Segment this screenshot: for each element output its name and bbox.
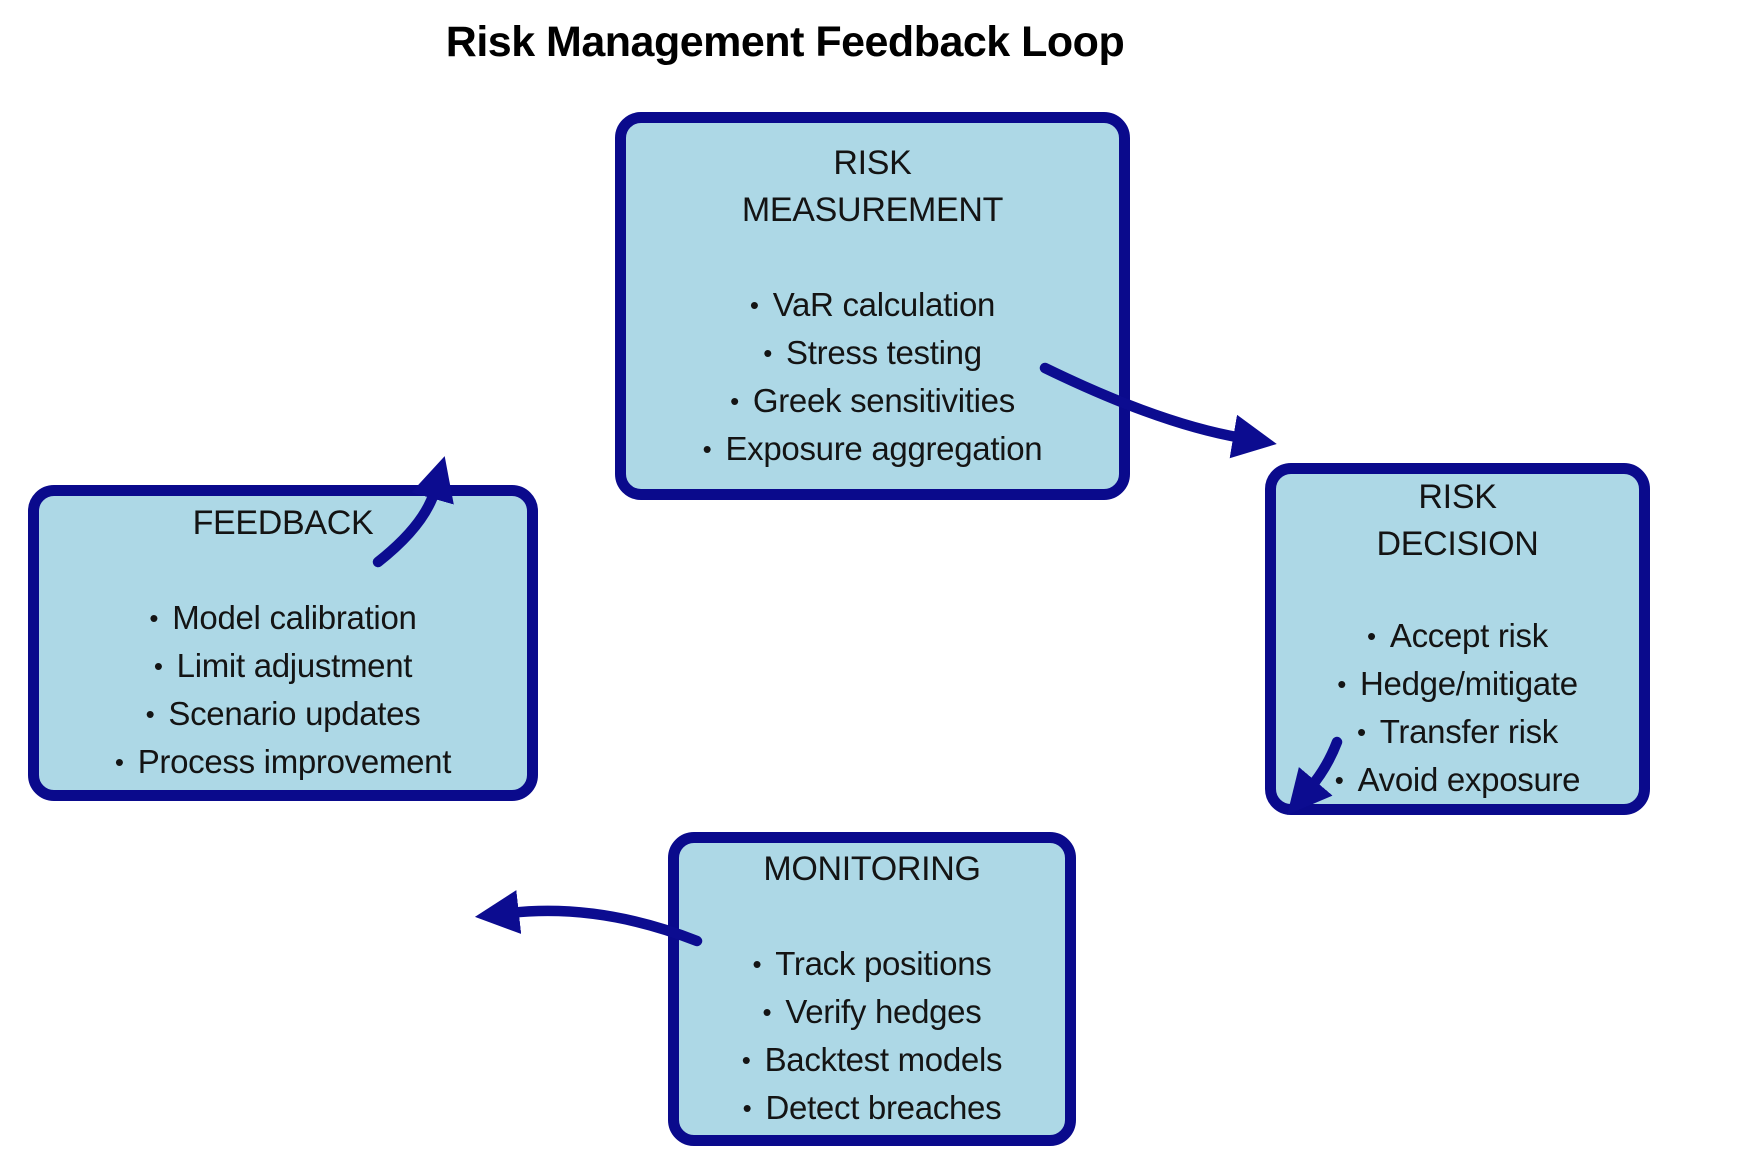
bullet-icon: • [749, 289, 759, 320]
feedback-box: FEEDBACK • Model calibration • Limit adjus… [28, 485, 538, 801]
page-title: Risk Management Feedback Loop [445, 18, 1125, 66]
bullet-icon: • [114, 747, 124, 777]
monitoring-items: •Track positions •Verify hedges •Backtes… [741, 940, 1003, 1132]
bullet-icon: • [1337, 669, 1347, 699]
bullet-icon: • [1334, 765, 1344, 795]
risk-measurement-items: • VaR calculation • Stress testing • Greek … [703, 281, 1043, 473]
bullet-icon: • [752, 949, 762, 979]
bullet-item: • Detect breaches [742, 1084, 1002, 1132]
item-text: Greek sensitivities [752, 381, 1015, 419]
bullet-icon: • [145, 699, 155, 729]
item-text: Accept risk [1389, 617, 1548, 654]
monitoring-box: MONITORING •Track positions •Verify hedg… [668, 832, 1076, 1146]
bullet-item: • Greek sensitivities [703, 377, 1043, 425]
bullet-item: • Hedge/mitigate [1335, 660, 1581, 708]
risk-decision-box: RISK DECISION • Accept risk • Hedge/mitigat… [1265, 463, 1650, 815]
risk-measurement-box: RISK MEASUREMENT • VaR calculation • Stress… [615, 112, 1130, 500]
bullet-item: • Transfer risk [1335, 708, 1581, 756]
bullet-icon: • [741, 1045, 751, 1075]
bullet-item: • Process improvement [114, 738, 452, 786]
title-line: RISK [1418, 478, 1497, 516]
item-text: Limit adjustment [176, 647, 413, 684]
title-line: MEASUREMENT [741, 190, 1004, 229]
bullet-item: • Track positions [742, 940, 1002, 988]
item-text: Detect breaches [765, 1089, 1002, 1126]
bullet-icon: • [763, 337, 773, 368]
item-text: Avoid exposure [1357, 761, 1581, 798]
item-text: Scenario updates [168, 695, 421, 732]
bullet-icon: • [762, 997, 772, 1027]
bullet-icon: • [702, 433, 712, 464]
item-text: Stress testing [786, 333, 982, 371]
bullet-item: • VaR calculation [703, 281, 1043, 329]
item-text: Exposure aggregation [725, 429, 1043, 467]
title-line: DECISION [1376, 525, 1539, 563]
item-text: Track positions [775, 945, 992, 982]
bullet-item: • Backtest models [741, 1036, 1003, 1084]
bullet-icon: • [742, 1093, 752, 1123]
item-text: VaR calculation [772, 285, 996, 323]
risk-decision-items: • Accept risk • Hedge/mitigate • Transfer r… [1335, 612, 1581, 804]
bullet-item: • Exposure aggregation [703, 425, 1043, 473]
bullet-icon: • [730, 385, 739, 416]
feedback-items: •Model calibration •Limit adjustment •Sc… [114, 594, 452, 786]
bullet-icon: • [149, 603, 159, 633]
item-text: Verify hedges [785, 993, 982, 1030]
bullet-item: • Model calibration [115, 594, 451, 642]
bullet-item: • Verify hedges [742, 988, 1002, 1036]
bullet-icon: • [1367, 621, 1376, 651]
bullet-item: • Scenario updates [115, 690, 451, 738]
bullet-item: • Avoid exposure [1335, 756, 1581, 804]
bullet-item: • Limit adjustment [115, 642, 451, 690]
item-text: Process improvement [137, 743, 452, 780]
item-text: Model calibration [172, 599, 417, 636]
title-line: FEEDBACK [192, 504, 374, 542]
monitoring-title: MONITORING [763, 846, 981, 893]
bullet-item: • Accept risk [1335, 612, 1581, 660]
bullet-item: • Stress testing [703, 329, 1043, 377]
bullet-icon: • [1356, 717, 1366, 747]
feedback-title: FEEDBACK [193, 500, 374, 547]
item-text: Backtest models [764, 1041, 1003, 1078]
title-line: MONITORING [763, 850, 981, 888]
bullet-icon: • [153, 651, 163, 681]
item-text: Hedge/mitigate [1360, 665, 1578, 702]
risk-decision-title: RISK DECISION [1377, 474, 1539, 568]
item-text: Transfer risk [1379, 713, 1559, 750]
risk-measurement-title: RISK MEASUREMENT [742, 140, 1003, 234]
title-line: RISK [833, 143, 912, 182]
